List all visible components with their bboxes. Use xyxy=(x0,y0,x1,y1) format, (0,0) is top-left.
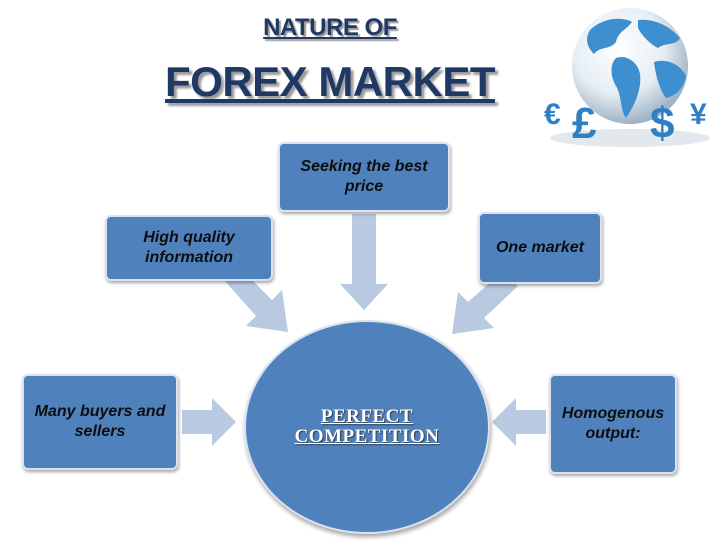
yen-icon: ¥ xyxy=(690,98,707,131)
box-seeking-best-price: Seeking the best price xyxy=(278,142,450,212)
center-label-line-2: COMPETITION xyxy=(294,426,440,447)
arrow-diagonal-left xyxy=(224,268,288,332)
box-homogenous-output-label: Homogenous output: xyxy=(561,405,665,442)
box-many-buyers-sellers-label: Many buyers and sellers xyxy=(34,403,166,440)
box-homogenous-output: Homogenous output: xyxy=(549,374,677,474)
euro-icon: € xyxy=(544,98,561,131)
arrow-down xyxy=(340,214,388,310)
box-one-market: One market xyxy=(478,212,602,284)
arrow-right xyxy=(182,398,236,446)
title-line-1: NATURE OF xyxy=(263,14,397,41)
center-label: PERFECT COMPETITION xyxy=(295,407,440,447)
box-one-market-label: One market xyxy=(495,239,585,256)
center-label-line-1: PERFECT xyxy=(320,406,414,427)
center-circle-perfect-competition: PERFECT COMPETITION xyxy=(244,320,490,534)
arrow-left xyxy=(492,398,546,446)
box-many-buyers-sellers: Many buyers and sellers xyxy=(22,374,178,470)
title-line-2: FOREX MARKET xyxy=(165,58,496,105)
arrow-diagonal-right xyxy=(452,272,518,334)
pound-icon: £ xyxy=(572,99,597,148)
box-seeking-best-price-label: Seeking the best price xyxy=(300,158,428,195)
box-high-quality-information-label: High quality information xyxy=(143,229,235,266)
box-high-quality-information: High quality information xyxy=(105,215,273,281)
dollar-icon: $ xyxy=(650,99,674,148)
globe-currency-icon: € £ $ ¥ xyxy=(544,8,710,148)
